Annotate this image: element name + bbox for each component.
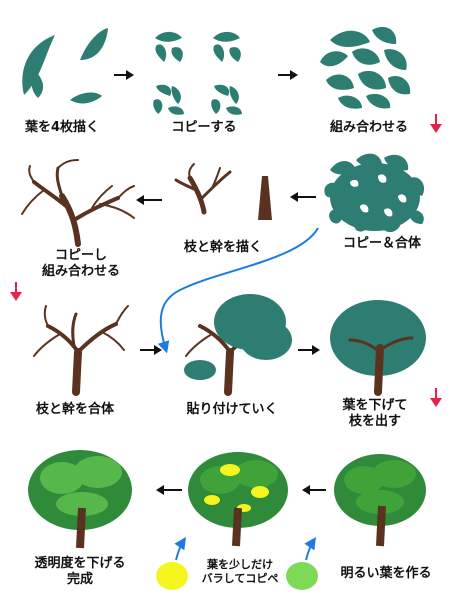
step2-label: コピーする xyxy=(171,120,237,135)
arrow-step2-to-3 xyxy=(278,70,298,80)
step6-label-line1: コピーし xyxy=(54,248,107,263)
step10-label: 明るい葉を作る xyxy=(340,566,432,581)
step10-bright-tree xyxy=(334,454,426,547)
step3-label: 組み合わせる xyxy=(329,120,408,135)
step3-leaf-cluster xyxy=(320,26,411,109)
step5-branch-and-trunk xyxy=(174,163,272,220)
arrow-step4-to-5 xyxy=(290,192,316,202)
step6-branch-structure xyxy=(21,159,135,247)
leaf-3 xyxy=(31,72,44,98)
leaf-2 xyxy=(80,28,108,60)
step1-four-leaves xyxy=(22,28,108,104)
arrow-step10-to-11 xyxy=(302,485,326,495)
step11-label-line1: 葉を少しだけ xyxy=(207,558,273,571)
step9-canopy-with-branches xyxy=(330,300,426,396)
step4-label: コピー＆合体 xyxy=(342,236,421,251)
step7-label: 枝と幹を合体 xyxy=(35,402,114,417)
step9-label-line2: 枝を出す xyxy=(348,414,401,429)
arrow-step11-to-12 xyxy=(156,485,182,495)
blue-flow-arrow-3 xyxy=(304,537,316,561)
red-down-arrow-3 xyxy=(430,388,442,407)
step4-leaf-clump xyxy=(324,153,425,233)
leaf-1 xyxy=(22,35,55,95)
step12-label-line2: 完成 xyxy=(66,572,93,587)
blue-flow-arrow-2 xyxy=(174,537,186,561)
blue-flow-arrow-1 xyxy=(157,227,319,354)
step6-label-line2: 組み合わせる xyxy=(41,264,120,279)
red-down-arrow-2 xyxy=(10,282,22,301)
arrow-step5-to-6 xyxy=(136,195,162,205)
leaf-4 xyxy=(70,92,102,104)
arrow-step8-to-9 xyxy=(298,345,320,355)
step11-scattered-leaves-tree xyxy=(188,452,288,547)
arrow-step1-to-2 xyxy=(114,70,134,80)
arrow-step7-to-8 xyxy=(140,345,162,355)
step2-copied-leaves xyxy=(153,31,242,115)
step5-label: 枝と幹を描く xyxy=(183,240,262,255)
step8-pasting-leaves xyxy=(184,294,292,396)
step11-label-line2: バラしてコピペ xyxy=(201,572,279,585)
step8-label: 貼り付けていく xyxy=(186,402,278,417)
step9-label-line1: 葉を下げて xyxy=(342,398,408,413)
step12-label-line1: 透明度を下げる xyxy=(34,556,126,571)
red-down-arrow-1 xyxy=(430,114,442,133)
light-green-leaf-clump xyxy=(286,562,318,590)
step1-label: 葉を4枚描く xyxy=(24,120,100,135)
step12-final-tree xyxy=(28,450,132,549)
yellow-leaf-clump xyxy=(156,562,188,590)
step7-branch-and-trunk xyxy=(33,305,129,396)
